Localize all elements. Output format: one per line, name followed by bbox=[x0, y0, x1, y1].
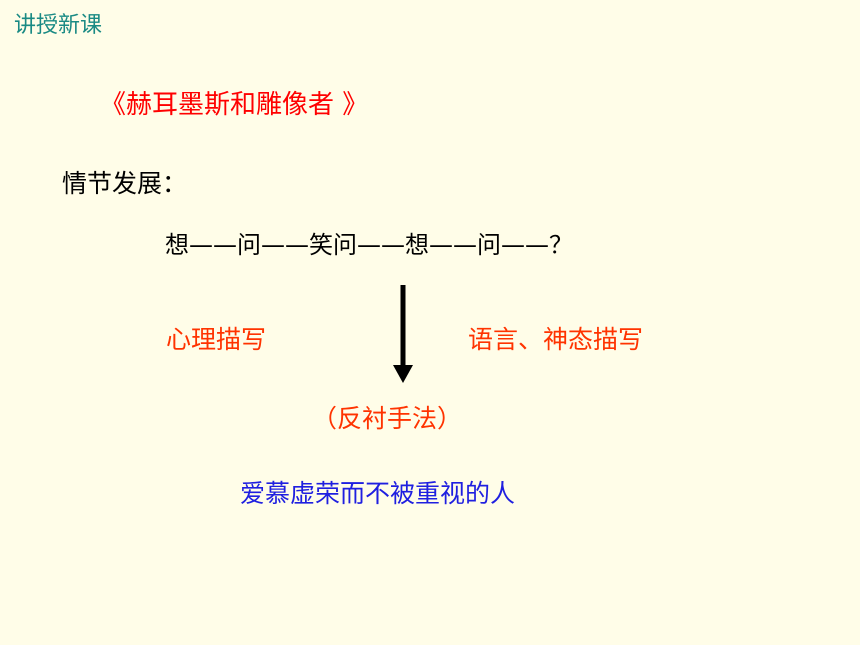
psychological-description-label: 心理描写 bbox=[166, 325, 267, 354]
plot-development-label: 情节发展： bbox=[62, 169, 188, 198]
contrast-method-label: （反衬手法） bbox=[312, 404, 463, 433]
work-title: 《赫耳墨斯和雕像者 》 bbox=[100, 90, 369, 120]
down-arrow-icon bbox=[393, 285, 413, 383]
plot-sequence: 想——问——笑问——想——问——？ bbox=[165, 231, 573, 259]
language-expression-description-label: 语言、神态描写 bbox=[468, 325, 644, 354]
section-label: 讲授新课 bbox=[14, 13, 103, 38]
character-summary: 爱慕虚荣而不被重视的人 bbox=[240, 479, 516, 508]
